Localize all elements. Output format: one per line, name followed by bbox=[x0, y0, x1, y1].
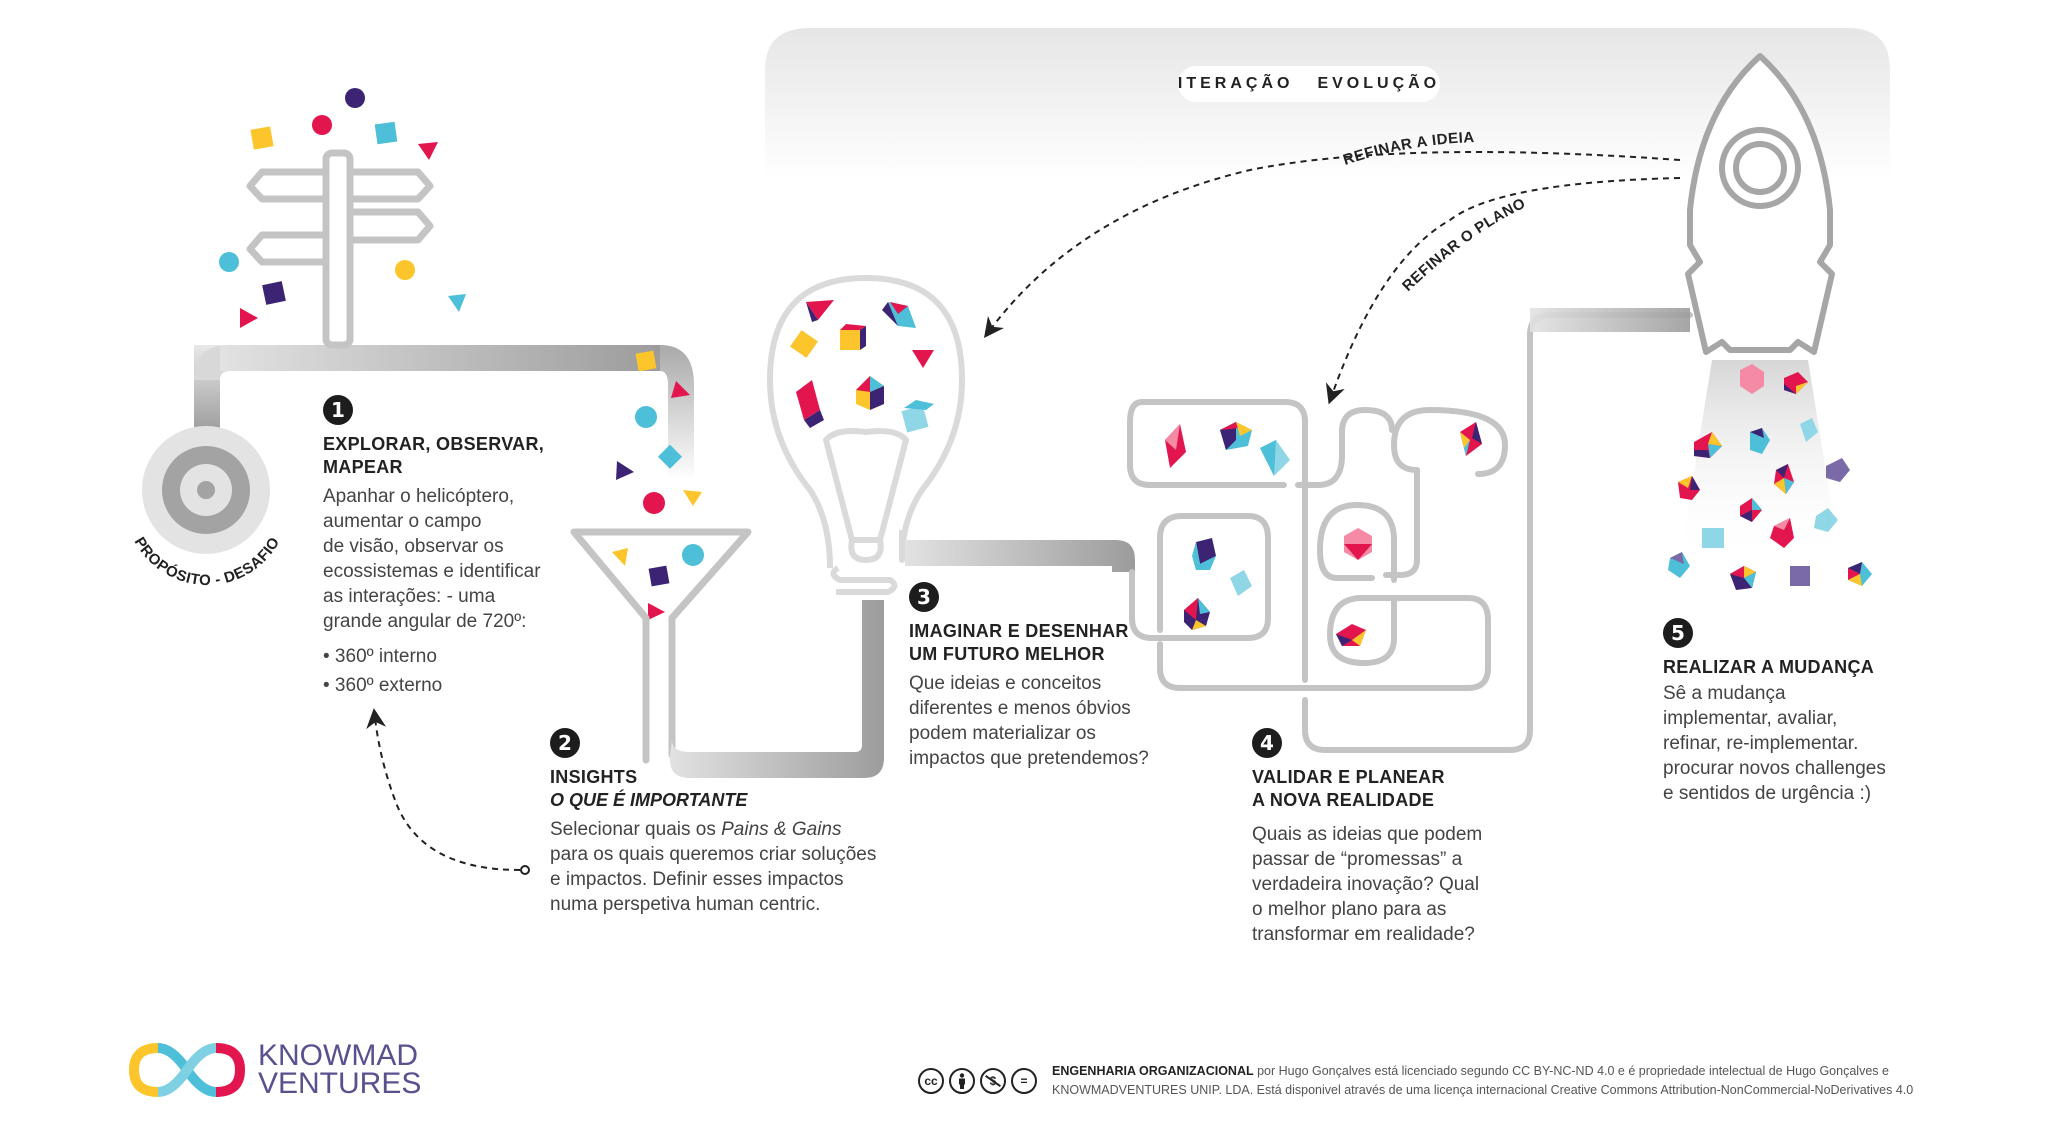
pipe-funnel-to-bulb bbox=[670, 600, 884, 778]
feedback-arrow-origin bbox=[520, 865, 530, 875]
step-number-badge: 1 bbox=[323, 395, 353, 425]
noderivatives-icon: = bbox=[1011, 1068, 1037, 1094]
license-block: cc $ = ENGENHARIA ORGANIZACIONAL por Hug… bbox=[918, 1062, 1913, 1100]
rocket-exhaust bbox=[1680, 360, 1840, 560]
attribution-icon bbox=[949, 1068, 975, 1094]
iteration-panel bbox=[765, 28, 1890, 180]
bullet-external: • 360º externo bbox=[323, 675, 443, 696]
step-title: EXPLORAR, OBSERVAR, MAPEAR bbox=[323, 434, 545, 477]
step-number-badge: 3 bbox=[909, 582, 939, 612]
funnel-icon bbox=[570, 528, 752, 764]
pipe-top-horizontal bbox=[220, 345, 660, 371]
maze-gems bbox=[1165, 422, 1482, 646]
pipe-bulb-to-maze bbox=[905, 540, 1135, 572]
logo-wordmark: KNOWMAD VENTURES bbox=[258, 1039, 422, 1100]
signpost-icon bbox=[246, 149, 434, 349]
knowmad-ventures-logo: KNOWMAD VENTURES bbox=[128, 1039, 422, 1100]
noncommercial-icon: $ bbox=[980, 1068, 1006, 1094]
refine-idea-arrow bbox=[983, 151, 1681, 338]
maze-icon bbox=[1127, 312, 1693, 753]
step-bullets: • 360º interno • 360º externo bbox=[323, 642, 603, 700]
infinity-logo-icon bbox=[128, 1043, 246, 1097]
rocket-icon bbox=[1685, 53, 1835, 355]
step-number-badge: 5 bbox=[1663, 618, 1693, 648]
evolution-label: EVOLUÇÃO bbox=[1317, 75, 1441, 92]
step-description: Selecionar quais os Pains & Gains para o… bbox=[550, 819, 877, 915]
iteration-evolution-tag: ITERAÇÃO EVOLUÇÃO bbox=[1178, 66, 1440, 102]
rocket-gems bbox=[1668, 364, 1872, 590]
target-icon bbox=[142, 426, 270, 554]
refine-plan-arrow bbox=[1325, 177, 1681, 405]
bulb-crystals bbox=[790, 300, 934, 433]
step-subtitle: O QUE É IMPORTANTE bbox=[550, 790, 748, 810]
step-2: 2 INSIGHTS O QUE É IMPORTANTE Selecionar… bbox=[550, 728, 920, 917]
step-number-badge: 2 bbox=[550, 728, 580, 758]
step-1: 1 EXPLORAR, OBSERVAR, MAPEAR Apanhar o h… bbox=[323, 395, 603, 700]
license-text: ENGENHARIA ORGANIZACIONAL por Hugo Gonça… bbox=[1052, 1064, 1914, 1097]
pipe-maze-to-rocket bbox=[1530, 308, 1690, 332]
confetti-shapes bbox=[219, 88, 704, 620]
insights-feedback-arrow bbox=[366, 708, 521, 871]
bullet-internal: • 360º interno bbox=[323, 646, 437, 667]
cc-icon: cc bbox=[918, 1068, 944, 1094]
step-title: REALIZAR A MUDANÇA bbox=[1663, 657, 1875, 677]
step-number-badge: 4 bbox=[1252, 728, 1282, 758]
iteration-label: ITERAÇÃO bbox=[1177, 75, 1294, 92]
lightbulb-icon bbox=[767, 275, 965, 595]
step-title: INSIGHTS bbox=[550, 767, 638, 787]
